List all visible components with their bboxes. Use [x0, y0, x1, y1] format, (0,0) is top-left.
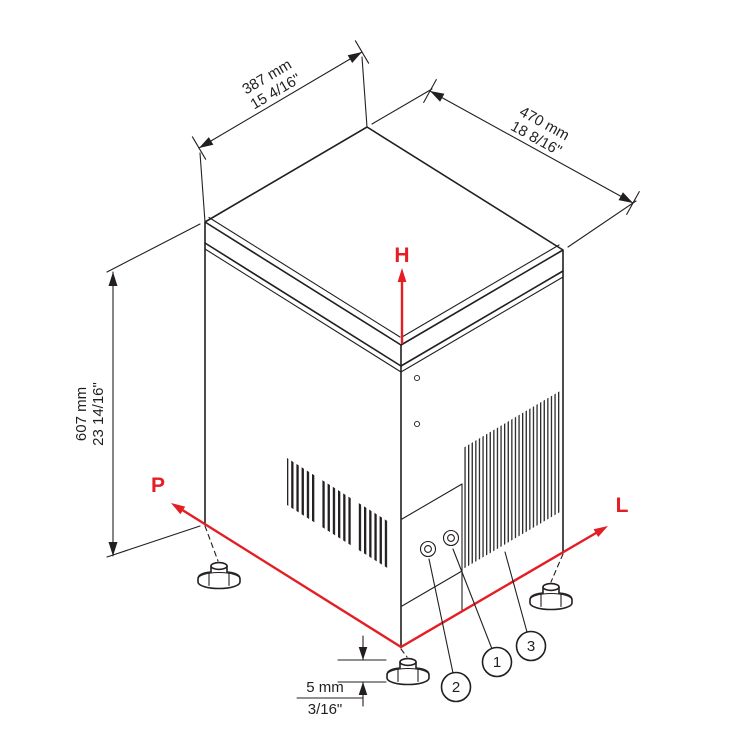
dim-width-extension-lines — [199, 56, 368, 223]
callout-1-leader — [452, 548, 493, 650]
axis-p-arrow — [171, 503, 186, 515]
dim-width-arrow-left — [199, 137, 214, 148]
screw-rivet-1 — [413, 374, 421, 382]
dim-depth-arrow-right — [618, 192, 633, 203]
connection-fitting-b — [442, 529, 460, 547]
connection-fitting-a-inner — [424, 545, 432, 553]
body-face-top — [205, 127, 563, 345]
axis-h-label: H — [394, 244, 409, 267]
reference-axes: H P L — [151, 244, 629, 649]
dim-height-label-inch: 23 14/16" — [90, 382, 107, 446]
panel-details — [287, 374, 560, 612]
service-panel-bottom — [401, 570, 463, 607]
axis-h-arrow — [397, 268, 407, 282]
callout-2-number: 2 — [452, 679, 460, 696]
dim-height-extension-lines — [106, 223, 201, 558]
dim-height-label-mm: 607 mm — [73, 387, 90, 441]
dim-width-line — [198, 51, 363, 149]
screw-rivet-2 — [413, 420, 421, 428]
axis-p-label: P — [151, 474, 165, 497]
axis-l-arrow — [593, 526, 608, 537]
condenser-grille — [463, 391, 560, 569]
callout-3-number: 3 — [527, 638, 535, 655]
axis-l-label: L — [616, 494, 629, 517]
dim-height-arrow-bottom — [108, 542, 118, 556]
callout-2-leader — [428, 558, 454, 674]
callout-1-number: 1 — [493, 654, 501, 671]
dim-depth-arrow-left — [430, 91, 445, 102]
dim-foot-label-mm: 5 mm — [306, 679, 344, 696]
callout-3-leader — [504, 551, 528, 633]
foot-left — [197, 561, 241, 590]
foot-leader-right — [550, 553, 564, 583]
dim-width-arrow-right — [347, 52, 362, 63]
dimension-foot-height: 5 mm 3/16" — [296, 635, 387, 718]
axis-l-line — [399, 531, 598, 649]
connection-fitting-b-inner — [447, 534, 455, 542]
lid-seam-shadow — [204, 248, 564, 373]
dimension-height: 607 mm 23 14/16" — [73, 223, 201, 558]
dim-foot-ticks — [337, 659, 387, 683]
axis-p-line — [174, 504, 403, 649]
lid-seam — [204, 242, 564, 367]
dim-foot-arrow-up — [358, 682, 368, 695]
foot-leader-left — [204, 525, 219, 562]
foot-leader-front — [400, 648, 408, 658]
dim-height-arrow-top — [108, 272, 118, 286]
dim-foot-arrow-down — [358, 647, 368, 660]
callout-3-circle — [515, 630, 547, 662]
service-panel-top — [401, 483, 463, 520]
foot-front — [386, 657, 430, 686]
connection-fitting-a — [419, 540, 437, 558]
dim-depth-line — [429, 90, 634, 204]
louver-group-3 — [357, 502, 389, 569]
callouts: 2 1 3 — [428, 548, 547, 703]
louver-group-2 — [322, 480, 352, 546]
foot-right — [529, 582, 573, 611]
body-edges — [204, 126, 564, 648]
callout-2-circle — [440, 671, 472, 703]
lid-top-bevel — [208, 216, 560, 338]
dim-foot-label-inch: 3/16" — [308, 701, 343, 718]
dim-depth-extension-lines — [371, 88, 637, 248]
adjustable-feet — [197, 525, 573, 686]
callout-1-circle — [481, 646, 513, 678]
louver-group-1 — [287, 458, 317, 524]
